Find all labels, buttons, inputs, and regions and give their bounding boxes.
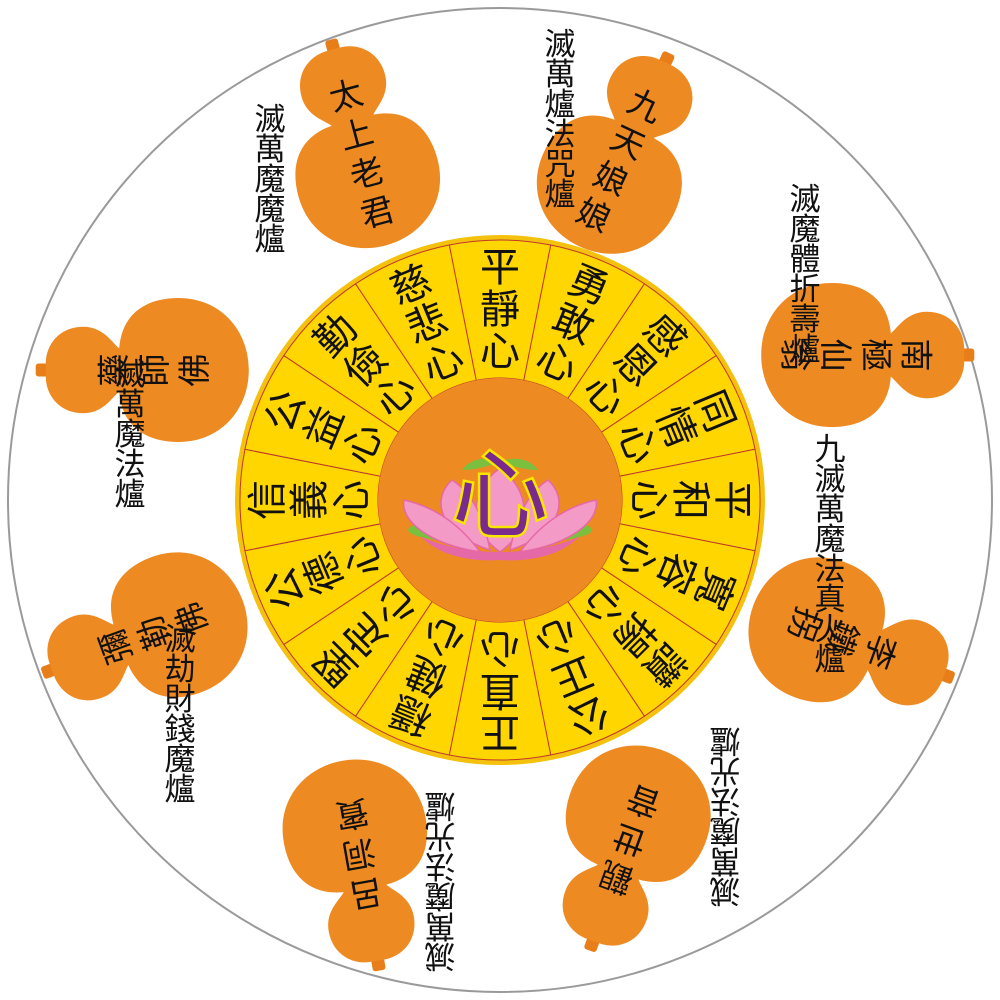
gourd-icon <box>748 557 955 706</box>
gourd-icon <box>41 552 248 701</box>
center-hub: 心 <box>378 378 622 622</box>
deity-gourd: 南極仙翁 <box>761 283 975 427</box>
deity-name: 南極仙翁 <box>776 338 936 371</box>
deity-caption: 滅萬魔法光爐 <box>710 722 741 908</box>
gourd-icon <box>562 745 711 952</box>
deity-gourd: 觀世音 <box>562 745 711 952</box>
deity-caption: 滅劫財錢魔爐 <box>165 622 196 808</box>
deity-gourd: 李鐵拐 <box>748 557 955 706</box>
segment-wedges <box>239 239 761 761</box>
deity-caption: 滅萬魔魔爐 <box>255 102 286 258</box>
deity-gourd: 太上老君 <box>295 38 441 249</box>
deity-name: 呂洞賓 <box>332 793 385 917</box>
deity-caption: 滅魔體折壽爐 <box>790 182 821 368</box>
center-glyph: 心 <box>452 440 548 552</box>
deity-caption: 滅萬魔法爐 <box>115 357 146 513</box>
deity-caption: 滅萬魔法光爐 <box>425 787 456 973</box>
segment-label: 信義心 <box>245 480 375 520</box>
gourd-icon <box>282 759 427 972</box>
deity-gourd: 呂洞賓 <box>282 759 427 972</box>
segment-label: 平和心 <box>625 480 755 520</box>
segment-label: 平靜心 <box>480 245 520 375</box>
gourd-icon <box>536 51 693 254</box>
deity-caption: 滅萬爐法咒爐 <box>545 27 576 213</box>
deity-gourd: 彌勒佛 <box>41 552 248 701</box>
gourd-icon <box>295 38 441 249</box>
segment-label: 正直心 <box>480 625 520 755</box>
deity-name: 藥師佛 <box>94 353 214 386</box>
lotus-icon <box>402 458 598 561</box>
deity-caption: 九滅萬魔法真火爐 <box>815 432 846 678</box>
deity-gourd: 藥師佛 <box>35 298 249 442</box>
deity-name: 彌勒佛 <box>92 597 216 669</box>
gourd-icon <box>35 298 249 442</box>
gourd-icon <box>761 283 975 427</box>
deity-gourd: 九天娘娘 <box>536 51 693 254</box>
